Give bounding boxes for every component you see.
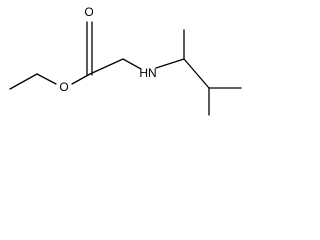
structure-diagram: O O HN	[0, 0, 246, 150]
atom-label-o-ester: O	[59, 80, 68, 94]
molecule-svg: O O HN	[9, 5, 242, 116]
bond-ch3-ch2	[9, 73, 38, 90]
atom-label-o-carbonyl: O	[84, 5, 93, 19]
bond-ch2-n	[122, 58, 142, 70]
bond-n-ch	[155, 58, 185, 69]
bond-carbonylc-ch2	[89, 58, 124, 75]
atom-label-nh: HN	[139, 66, 156, 80]
bond-o-carbonylc	[71, 73, 91, 85]
bond-ch-ch2	[183, 58, 210, 89]
bond-ch2-o	[36, 73, 57, 85]
